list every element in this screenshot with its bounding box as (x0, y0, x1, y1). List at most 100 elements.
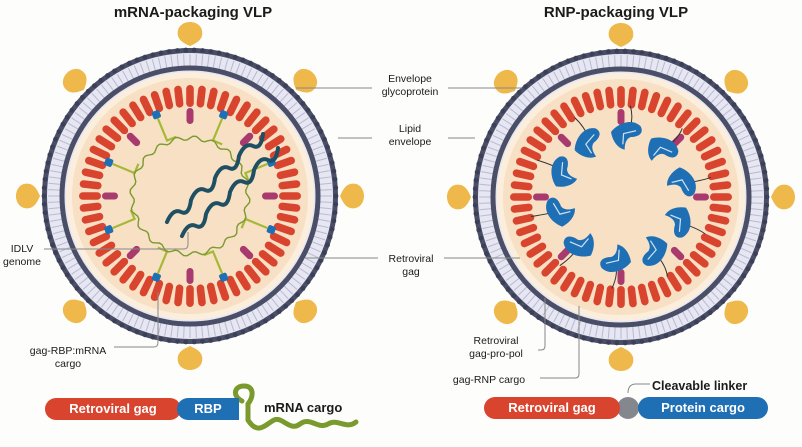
gag-subunit (206, 282, 218, 305)
lipid-tail (481, 171, 494, 175)
lipid-head (276, 77, 282, 83)
gag-subunit (666, 102, 682, 123)
gag-subunit (512, 213, 535, 225)
envelope-glycoprotein-icon (62, 68, 87, 93)
lipid-tail (218, 57, 223, 70)
lipid-head (679, 327, 685, 333)
gag-subunit (617, 86, 625, 108)
lipid-head (74, 101, 80, 106)
lipid-head (529, 78, 535, 84)
lipid-head (606, 340, 611, 345)
mrna-stem-loop (156, 117, 177, 143)
lipid-tail (224, 321, 229, 334)
lipid-tail (522, 290, 532, 300)
gag-subunit (526, 136, 547, 152)
protein-cargo-icon (600, 244, 631, 273)
lipid-head (557, 327, 563, 333)
lipid-tail (570, 63, 576, 76)
lipid-tail (313, 151, 326, 157)
lipid-head (473, 177, 479, 183)
lipid-tail (298, 267, 309, 275)
gag-subunit (704, 223, 726, 237)
lipid-tail (692, 78, 700, 89)
lipid-tail (676, 313, 684, 326)
gag-subunit (510, 203, 533, 213)
lipid-head (112, 68, 118, 74)
lipid-tail (614, 326, 616, 339)
mrna-stem-loop (203, 249, 224, 275)
lipid-head (701, 315, 706, 320)
lipid-tail (742, 146, 755, 152)
lipid-head (64, 272, 70, 278)
retroviral-gag-ring (79, 85, 301, 307)
lipid-head (283, 83, 289, 89)
lipid-head (333, 193, 339, 199)
gag-subunit (520, 233, 542, 248)
lipid-tail (649, 58, 654, 71)
lipid-tail (732, 123, 744, 131)
lipid-head (522, 304, 528, 310)
lipid-tail (48, 207, 61, 210)
gag-subunit (689, 251, 709, 268)
lipid-head (543, 69, 549, 75)
lipid-tail (91, 93, 101, 103)
leader-line (540, 306, 580, 379)
lipid-tail (718, 282, 729, 291)
glycoprotein-head (62, 68, 87, 93)
gag-subunit (526, 242, 547, 258)
lipid-tail (746, 158, 759, 163)
lipid-tail (116, 73, 124, 85)
lipid-head (98, 309, 104, 315)
rbp-icon (219, 272, 229, 282)
lipid-tail (294, 112, 306, 120)
lipid-tail (116, 307, 124, 319)
lipid-tail (245, 67, 253, 80)
lipid-head (41, 185, 47, 191)
lipid-tail (502, 268, 513, 276)
lipid-head (175, 48, 180, 53)
glycoprotein-head (771, 184, 795, 210)
gag-subunit (129, 101, 145, 122)
lipid-tail (195, 325, 197, 338)
lipid-head (481, 243, 486, 249)
lipid-tail (145, 319, 151, 332)
lipid-head (60, 121, 66, 127)
lipid-head (720, 299, 726, 305)
lipid-tail (64, 128, 76, 135)
lipid-tail (595, 57, 599, 70)
gag-subunit (226, 275, 241, 297)
lipid-tail (676, 68, 684, 81)
lipid-tail (71, 117, 82, 125)
lipid-head (329, 160, 335, 166)
lipid-head (50, 144, 55, 150)
lipid-head (505, 102, 511, 107)
lipid-tail (481, 219, 494, 223)
lipid-head (756, 145, 761, 151)
label-line-2: cargo (54, 358, 82, 370)
lipid-head (473, 211, 479, 217)
lipid-head (322, 136, 327, 142)
lipid-tail (542, 305, 550, 316)
lipid-tail (479, 202, 492, 204)
lipid-tail (749, 213, 762, 217)
lipid-head (478, 153, 484, 159)
construct-segment-protein-cargo: Protein cargo (638, 397, 768, 419)
gag-subunit (647, 280, 661, 302)
lipid-head (606, 49, 611, 54)
gag-subunit (570, 276, 585, 298)
lipid-tail (319, 182, 332, 185)
gag-subunit (278, 180, 301, 190)
gag-subunit (129, 270, 145, 291)
lipid-tail (547, 308, 555, 320)
lipid-tail (522, 94, 532, 104)
gag-subunit (510, 193, 532, 201)
gag-subunit (186, 285, 194, 307)
lipid-tail (750, 208, 763, 211)
lipid-tail (740, 140, 752, 147)
lipid-head (91, 83, 97, 89)
protein-fold (622, 130, 637, 145)
lipid-head (295, 292, 300, 298)
lipid-head (557, 61, 563, 67)
gag-subunit (279, 192, 301, 200)
lipid-tail (495, 258, 507, 265)
